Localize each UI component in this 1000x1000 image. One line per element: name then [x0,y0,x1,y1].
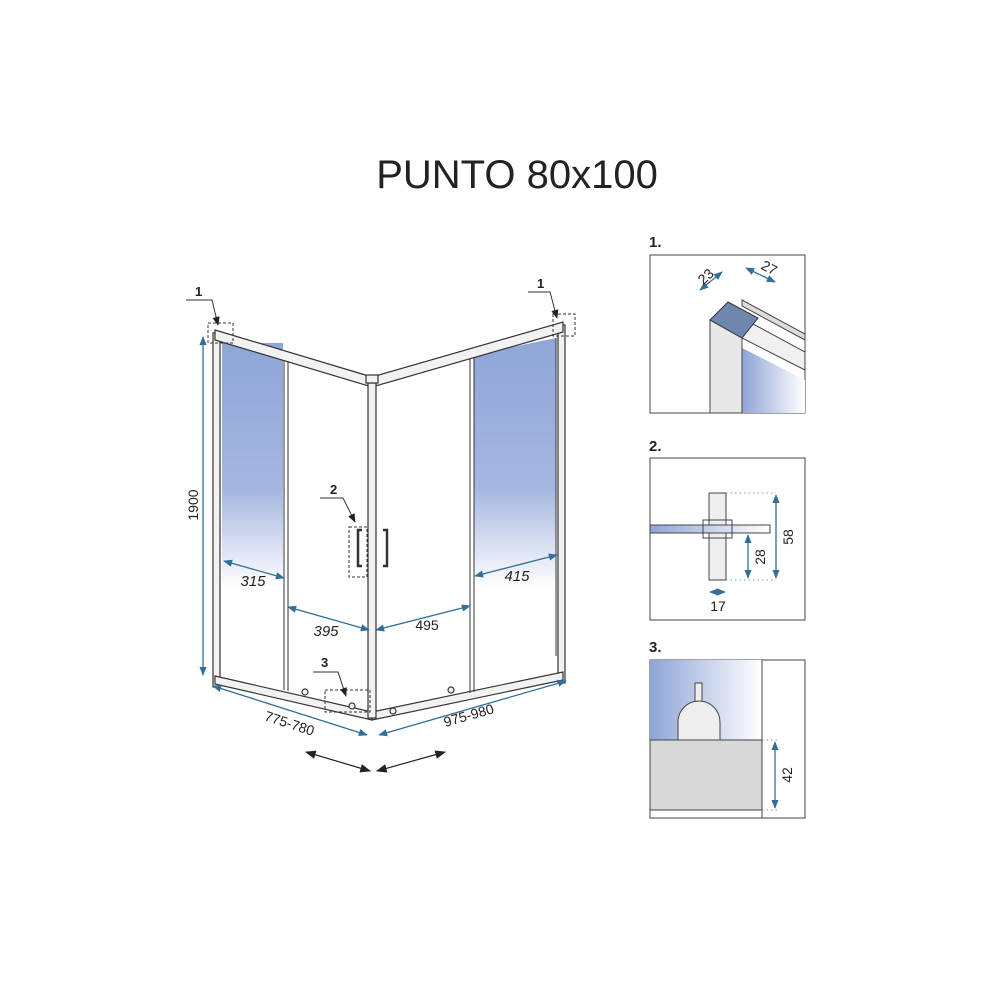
handle-bar [708,492,727,581]
callout-leader [313,671,347,697]
left-width-dimension: 775-780 [263,708,317,739]
detail-1-glass [742,348,805,413]
callout-label: 2 [330,482,337,497]
dim-line-left-width [212,685,368,736]
direction-arrow-right [375,750,447,773]
roller [348,702,356,710]
right-door-handle [383,528,389,568]
right-width-dimension: 975-980 [442,700,496,730]
glass-section [649,524,771,534]
detail-label: 1. [649,234,662,251]
corner-cap [365,374,379,384]
handle-width-dimension: 17 [710,598,726,614]
callout-label: 1 [195,284,202,299]
left-wall-profile [212,332,221,688]
dim-line-23 [699,271,723,291]
dim-line-395 [287,605,370,632]
roller-dome [677,700,721,741]
roller [447,686,455,694]
handle-clamp [702,519,733,539]
roller [389,707,397,715]
right-fixed-glass [474,338,556,672]
detail-1-top-rail [741,299,806,341]
detail-label: 3. [649,639,662,656]
detail-3-roller: 3. 42 [649,639,806,819]
left-fixed-glass [222,343,283,670]
corner-post [367,382,377,719]
callout-box-1-left [207,322,234,344]
shower-enclosure-drawing: 1 1 2 3 1900 315 415 395 495 775-780 975… [185,276,576,773]
direction-arrow-left [304,750,372,773]
roller-stem [694,682,703,704]
detail-1-profile-section [709,301,759,339]
callout-box-2 [348,526,368,578]
dim-line-315 [223,559,285,580]
dim-line-right-width [378,679,567,737]
bottom-profile [649,739,763,811]
callout-leader [186,299,220,326]
left-door-handle [356,528,362,568]
callout-box-1-right [552,313,576,337]
profile-height-dimension: 42 [779,767,795,783]
dim-line-27 [745,267,776,283]
callout-leader [320,497,356,523]
profile-width-dimension: 27 [759,257,780,279]
dim-line-495 [375,604,471,632]
handle-offset-dimension: 28 [752,549,768,565]
callout-leader [528,291,559,319]
height-dimension: 1900 [185,489,201,520]
page-title: PUNTO 80x100 [376,153,658,197]
left-bottom-rail [214,675,373,721]
handle-length-dimension: 58 [780,529,796,545]
callout-label: 3 [321,655,328,670]
dim-line-415 [474,553,558,578]
left-fixed-panel-dimension: 315 [240,573,266,590]
callout-label: 1 [537,276,544,291]
detail-1-profile: 1. 23 27 [649,234,806,414]
right-wall-profile [557,324,566,684]
right-door-opening-dimension: 495 [415,617,439,633]
detail-label: 2. [649,438,662,455]
detail-2-handle: 2. 58 28 17 [649,438,806,621]
right-fixed-panel-dimension: 415 [504,568,530,585]
roller [301,688,309,696]
left-door-opening-dimension: 395 [313,623,339,640]
